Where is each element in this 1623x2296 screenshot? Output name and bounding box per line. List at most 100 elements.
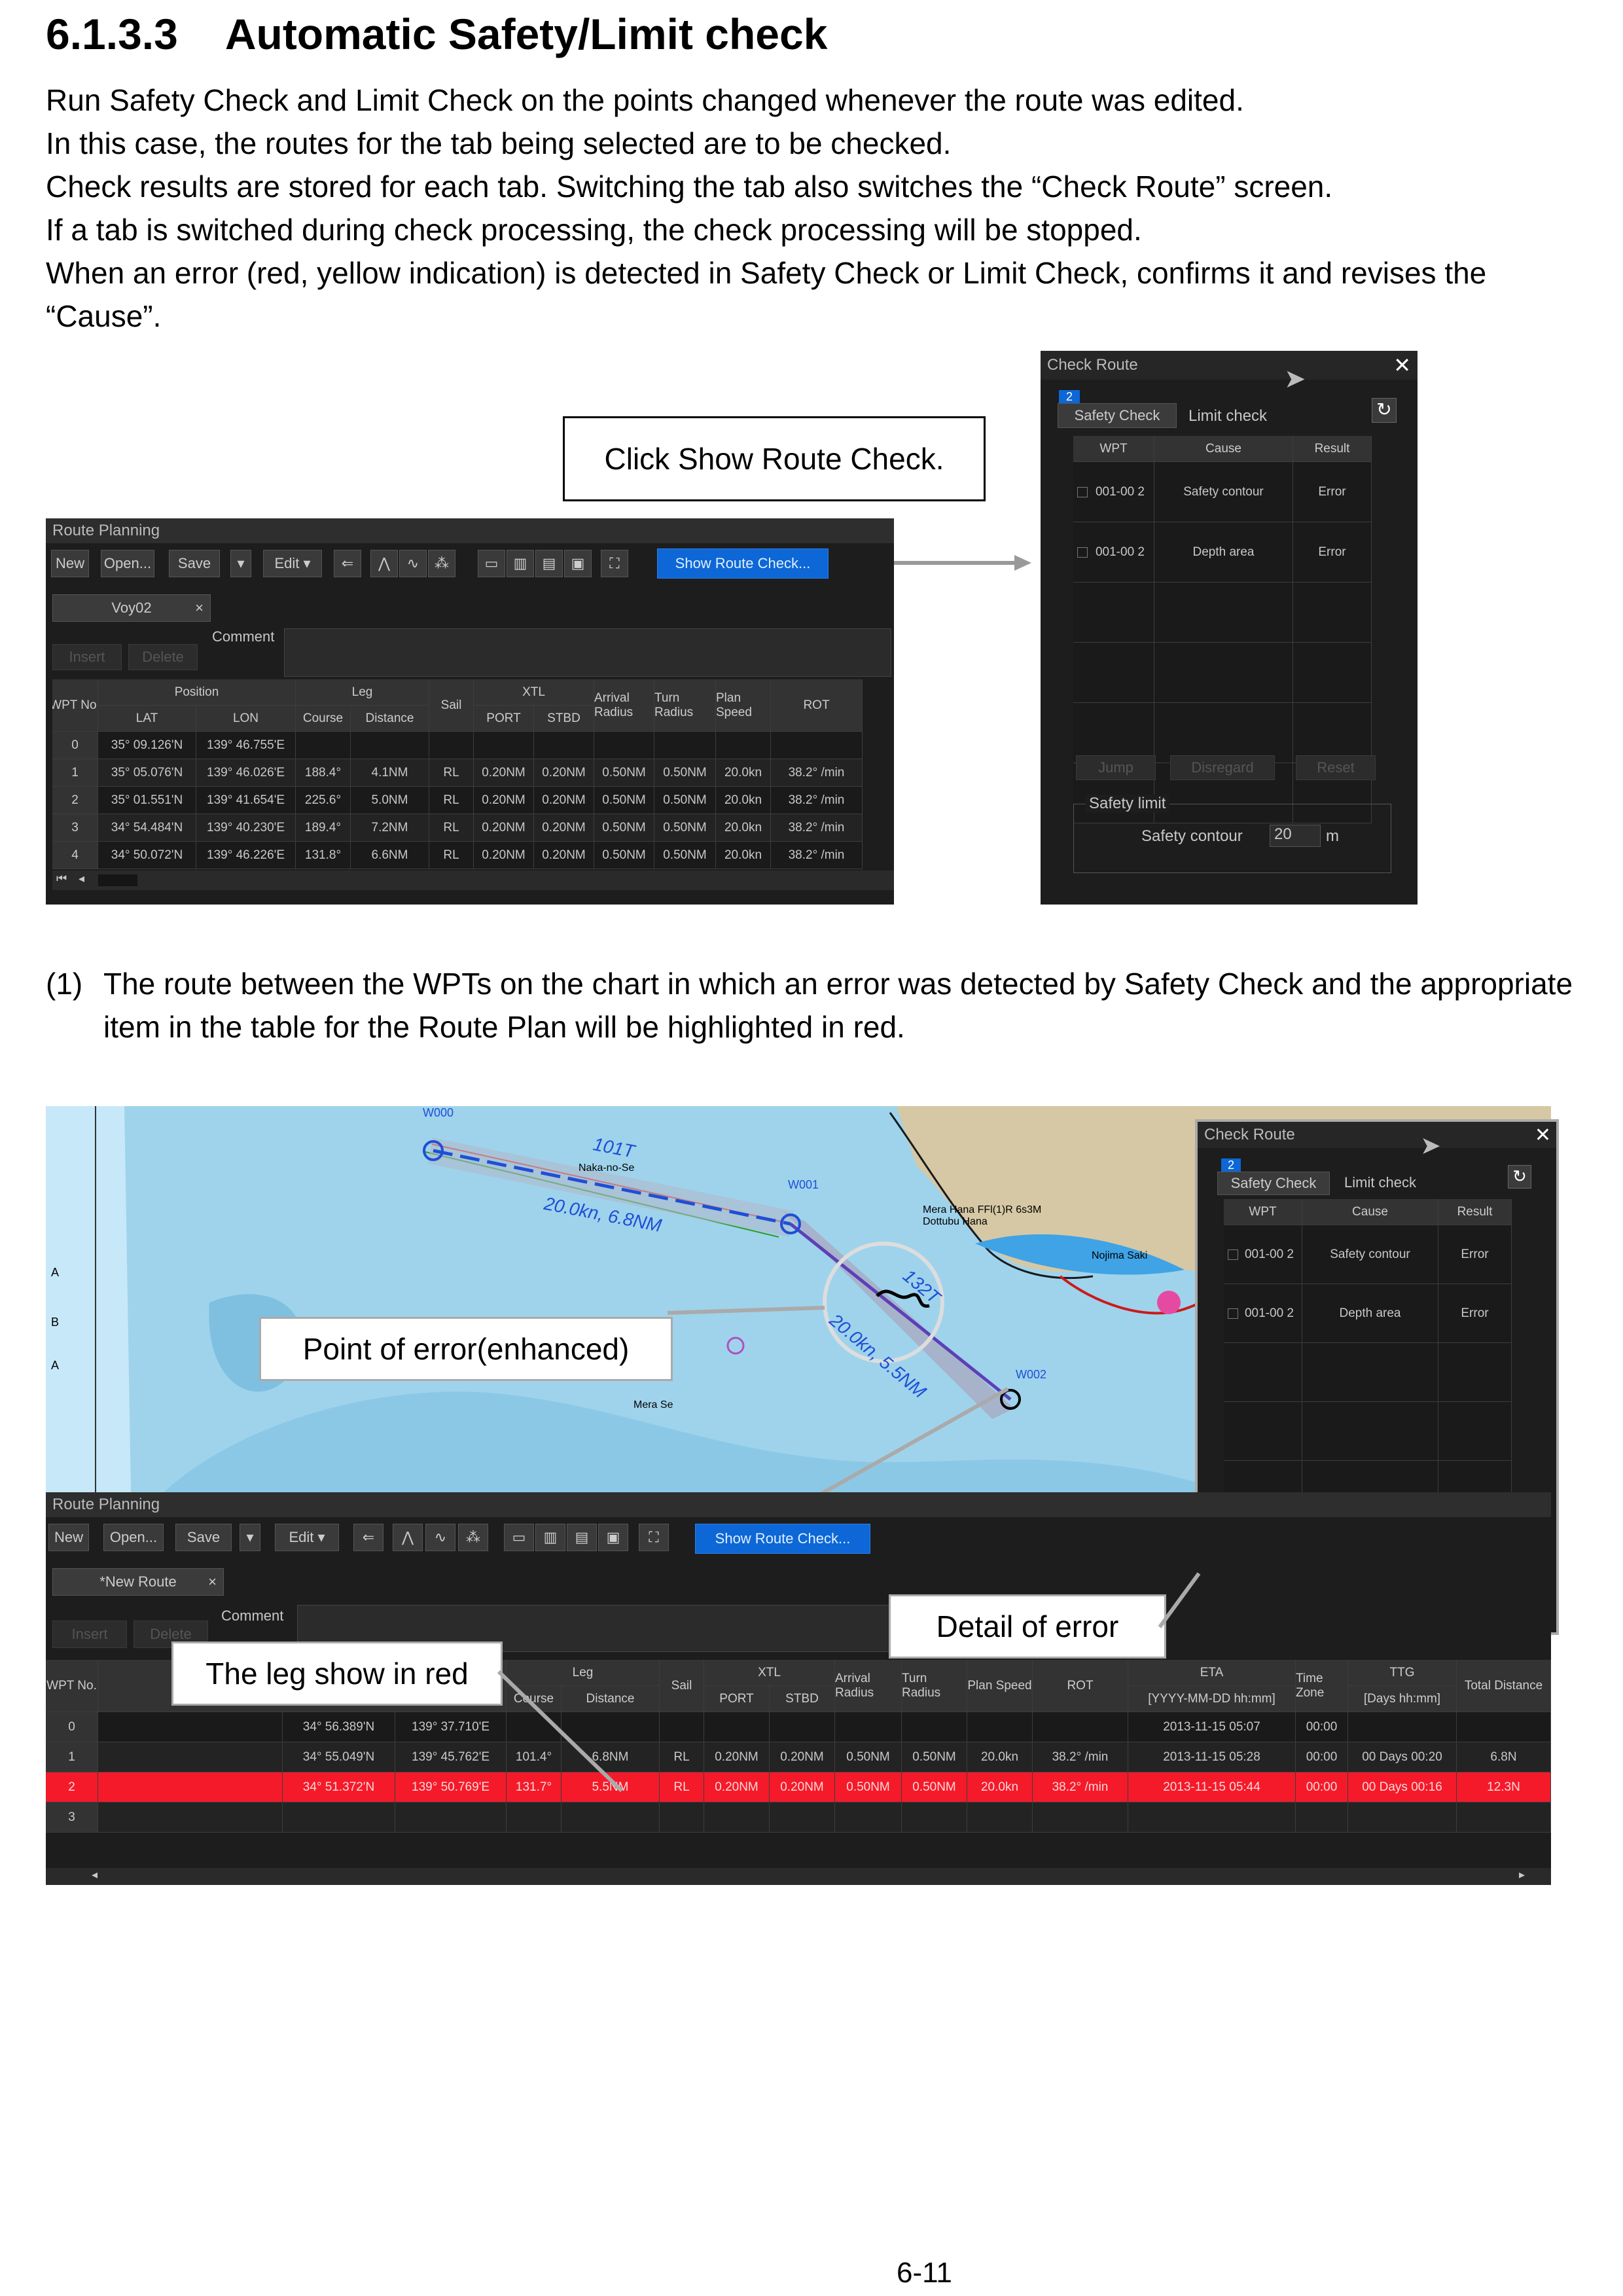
table-cell-course[interactable]: 225.6° (296, 787, 351, 814)
table-cell-port[interactable]: 0.20NM (704, 1742, 770, 1772)
table-cell-lon[interactable] (395, 1803, 507, 1833)
table-cell-wpt[interactable]: 001-00 2 (1073, 522, 1154, 583)
scroll-thumb[interactable] (98, 874, 137, 886)
table-cell-course[interactable] (507, 1712, 562, 1742)
table-cell-turn[interactable]: 0.50NM (654, 759, 716, 787)
table-cell-cause[interactable]: Safety contour (1302, 1225, 1438, 1284)
table-cell-port[interactable] (474, 732, 534, 759)
table-cell-turn[interactable]: 0.50NM (902, 1742, 967, 1772)
table-cell-lon[interactable]: 139° 41.654'E (196, 787, 296, 814)
table-cell-turn[interactable]: 0.50NM (654, 814, 716, 842)
save-dropdown-icon[interactable]: ▾ (240, 1524, 260, 1551)
table-cell-course[interactable]: 131.7° (507, 1772, 562, 1803)
table-cell-total[interactable] (1457, 1803, 1551, 1833)
table-cell-stbd[interactable]: 0.20NM (534, 787, 594, 814)
table-cell-sail[interactable]: RL (429, 759, 474, 787)
table-cell-result[interactable]: Error (1293, 522, 1372, 583)
tab-voy02[interactable]: Voy02 × (52, 594, 211, 622)
back-arrow-icon[interactable]: ⇐ (334, 550, 361, 577)
table-cell-stbd[interactable]: 0.20NM (534, 842, 594, 869)
table-cell-rot[interactable]: 38.2° /min (771, 787, 863, 814)
table-cell-arrival[interactable]: 0.50NM (835, 1772, 902, 1803)
table-cell-rot[interactable] (771, 732, 863, 759)
fit-view-icon[interactable]: ⛶ (601, 550, 628, 577)
tab-safety-check[interactable]: Safety Check (1217, 1172, 1330, 1195)
open-button[interactable]: Open... (103, 1524, 164, 1551)
table-cell-rot[interactable]: 38.2° /min (1033, 1742, 1128, 1772)
delete-button[interactable]: Delete (134, 1621, 208, 1648)
table-cell-sail[interactable] (660, 1712, 704, 1742)
table-cell-plan[interactable] (967, 1803, 1033, 1833)
table-cell-lat[interactable]: 35° 01.551'N (98, 787, 196, 814)
table-cell-tz[interactable]: 00:00 (1296, 1772, 1348, 1803)
table-cell-eta[interactable]: 2013-11-15 05:28 (1128, 1742, 1296, 1772)
table-cell-port[interactable] (704, 1712, 770, 1742)
table-cell-plan[interactable] (967, 1712, 1033, 1742)
table-cell-lon[interactable]: 139° 50.769'E (395, 1772, 507, 1803)
table-cell-course[interactable]: 189.4° (296, 814, 351, 842)
table-cell-port[interactable]: 0.20NM (704, 1772, 770, 1803)
table-cell-port[interactable]: 0.20NM (474, 842, 534, 869)
table-cell-distance[interactable]: 6.6NM (351, 842, 429, 869)
table-cell-plan[interactable]: 20.0kn (716, 814, 771, 842)
table-cell-stbd[interactable]: 0.20NM (534, 814, 594, 842)
horizontal-scrollbar[interactable]: ⏮ ◂ (52, 870, 894, 890)
scroll-first-icon[interactable]: ⏮ (56, 872, 67, 885)
table-cell-lon[interactable]: 139° 40.230'E (196, 814, 296, 842)
table-cell-plan[interactable]: 20.0kn (716, 787, 771, 814)
table-cell-wpt[interactable]: 001-00 2 (1224, 1284, 1302, 1343)
table-cell-lat[interactable]: 34° 56.389'N (283, 1712, 395, 1742)
edit-button[interactable]: Edit ▾ (275, 1524, 339, 1551)
open-button[interactable]: Open... (101, 550, 154, 577)
table-cell-lat[interactable]: 34° 51.372'N (283, 1772, 395, 1803)
table-cell-plan[interactable]: 20.0kn (716, 842, 771, 869)
table-cell-distance[interactable]: 5.0NM (351, 787, 429, 814)
layout-single-icon[interactable]: ▭ (478, 550, 505, 577)
table-cell-distance[interactable]: 7.2NM (351, 814, 429, 842)
show-route-check-button[interactable]: Show Route Check... (695, 1524, 870, 1554)
reset-button[interactable]: Reset (1296, 755, 1376, 780)
table-cell-plan[interactable] (716, 732, 771, 759)
table-cell-stbd[interactable] (770, 1712, 835, 1742)
table-cell-sail[interactable]: RL (429, 814, 474, 842)
table-cell-ttg[interactable]: 00 Days 00:20 (1348, 1742, 1457, 1772)
route-nodes-icon[interactable]: ⁂ (458, 1524, 488, 1551)
table-cell-rot[interactable] (1033, 1712, 1128, 1742)
layout-horizontal-icon[interactable]: ▤ (567, 1524, 597, 1551)
table-cell-total[interactable]: 12.3N (1457, 1772, 1551, 1803)
table-cell-sail[interactable]: RL (660, 1742, 704, 1772)
table-cell-arrival[interactable]: 0.50NM (835, 1742, 902, 1772)
layout-horizontal-icon[interactable]: ▤ (535, 550, 563, 577)
show-route-check-button[interactable]: Show Route Check... (657, 548, 829, 579)
table-cell-tz[interactable]: 00:00 (1296, 1742, 1348, 1772)
table-cell-course[interactable]: 188.4° (296, 759, 351, 787)
table-cell-ttg[interactable]: 00 Days 00:16 (1348, 1772, 1457, 1803)
table-cell-ttg[interactable] (1348, 1712, 1457, 1742)
safety-contour-input[interactable]: 20 (1270, 825, 1321, 847)
row-checkbox[interactable] (1077, 547, 1088, 558)
save-button[interactable]: Save (175, 1524, 232, 1551)
save-dropdown-icon[interactable]: ▾ (230, 550, 251, 577)
table-cell-wpt[interactable]: 001-00 2 (1073, 462, 1154, 522)
scroll-right-icon[interactable]: ▸ (1518, 1868, 1525, 1881)
table-cell-sail[interactable] (660, 1803, 704, 1833)
horizontal-scrollbar[interactable]: ◂ ▸ (46, 1868, 1551, 1885)
table-cell-plan[interactable]: 20.0kn (967, 1772, 1033, 1803)
table-cell-result[interactable]: Error (1438, 1225, 1512, 1284)
table-cell-turn[interactable]: 0.50NM (654, 842, 716, 869)
delete-button[interactable]: Delete (128, 644, 198, 670)
table-cell-course[interactable] (296, 732, 351, 759)
row-checkbox[interactable] (1228, 1308, 1238, 1319)
table-cell-port[interactable]: 0.20NM (474, 814, 534, 842)
tab-limit-check[interactable]: Limit check (1188, 407, 1268, 425)
table-cell-arrival[interactable]: 0.50NM (594, 842, 654, 869)
table-cell-rot[interactable]: 38.2° /min (771, 814, 863, 842)
table-cell-stbd[interactable]: 0.20NM (534, 759, 594, 787)
table-cell-port[interactable]: 0.20NM (474, 759, 534, 787)
table-cell-total[interactable]: 6.8N (1457, 1742, 1551, 1772)
table-cell-arrival[interactable]: 0.50NM (594, 759, 654, 787)
table-cell-tz[interactable]: 00:00 (1296, 1712, 1348, 1742)
table-cell-turn[interactable] (902, 1803, 967, 1833)
table-cell-arrival[interactable]: 0.50NM (594, 814, 654, 842)
fit-view-icon[interactable]: ⛶ (639, 1524, 669, 1551)
